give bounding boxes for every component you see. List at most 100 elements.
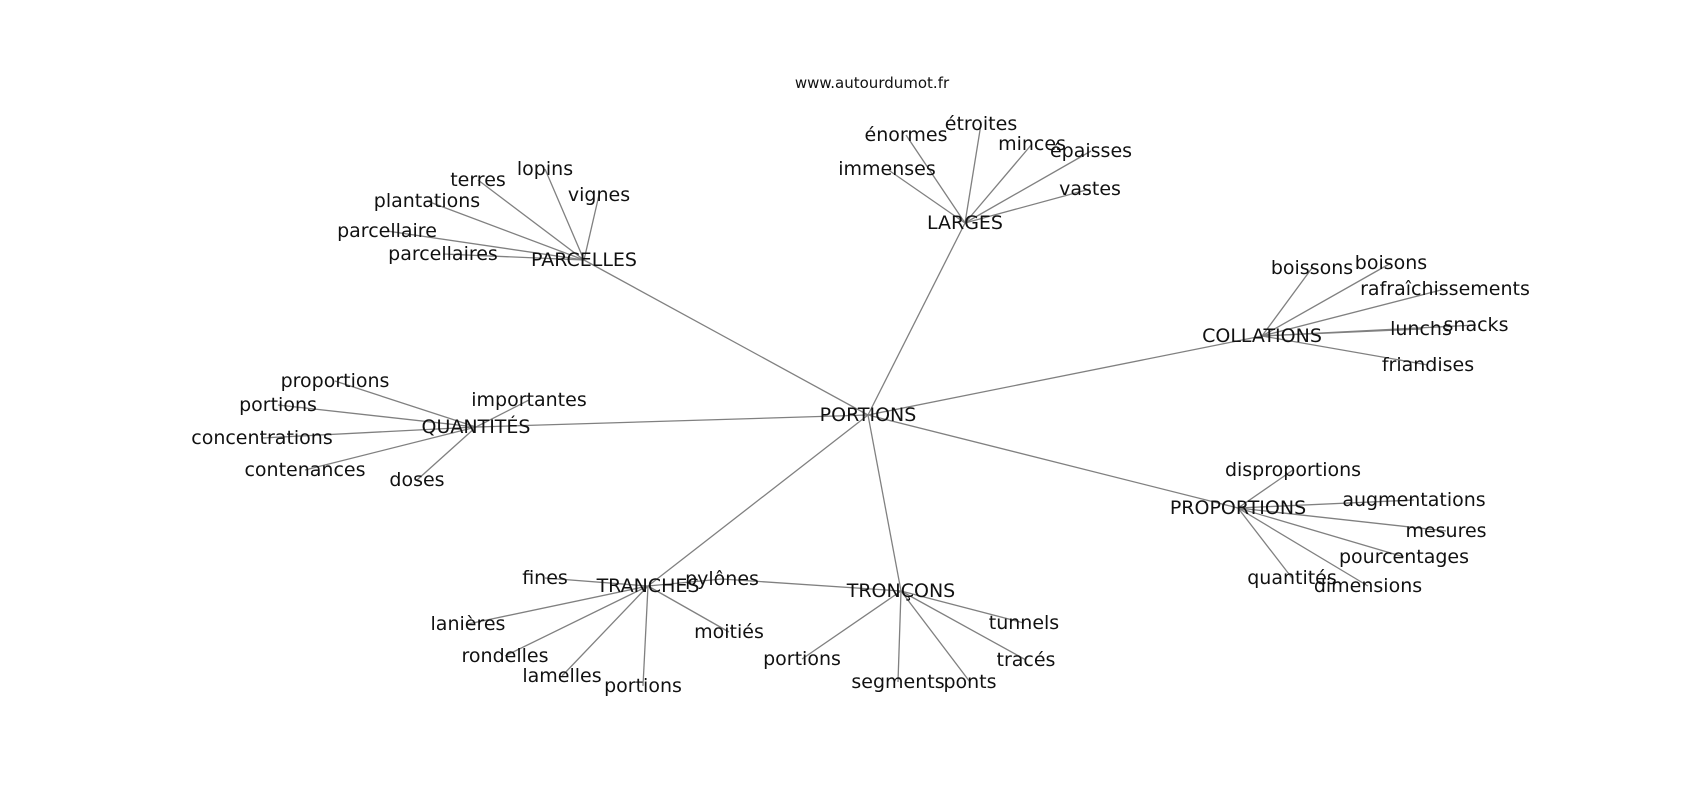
node-epaisses: épaisses [1050, 140, 1132, 162]
edge-parcelles-parcellaires [442, 253, 585, 261]
edge-larges-minces [964, 143, 1033, 224]
edge-larges-epaisses [964, 150, 1092, 224]
edge-larges-vastes [964, 188, 1091, 224]
edge-parcelles-parcellaire [386, 230, 585, 261]
edge-proportions-quantites [1237, 507, 1293, 579]
node-lamelles: lamelles [522, 665, 601, 687]
node-etroites: étroites [945, 113, 1017, 135]
node-portions: portions [763, 648, 841, 670]
edge-larges-etroites [964, 123, 982, 224]
node-lunchs: lunchs [1390, 318, 1452, 340]
edge-center-larges [867, 222, 966, 416]
node-lopins: lopins [517, 158, 573, 180]
node-pylones: pylônes [685, 568, 759, 590]
node-parcellaire: parcellaire [337, 220, 437, 242]
edge-proportions-mesures [1237, 507, 1447, 532]
edge-quantites-doses [416, 426, 477, 481]
edge-center-tranches [647, 414, 869, 587]
node-enormes: énormes [865, 124, 948, 146]
node-contenances: contenances [244, 459, 365, 481]
node-parcellaires: parcellaires [388, 243, 498, 265]
node-portions: portions [239, 394, 317, 416]
edge-parcelles-plantations [426, 200, 585, 261]
edge-proportions-dimensions [1237, 507, 1369, 587]
hub-troncons: TRONÇONS [846, 580, 955, 602]
node-minces: minces [998, 133, 1066, 155]
edge-tranches-portions [642, 585, 649, 687]
node-mesures: mesures [1405, 520, 1486, 542]
node-friandises: friandises [1382, 354, 1474, 376]
edge-tranches-pylones [647, 578, 723, 587]
node-doses: doses [389, 469, 444, 491]
hub-collations: COLLATIONS [1202, 325, 1322, 347]
edge-larges-enormes [905, 134, 966, 224]
node-disproportions: disproportions [1225, 459, 1361, 481]
source-label: www.autourdumot.fr [795, 74, 950, 92]
hub-tranches: TRANCHES [596, 575, 700, 597]
node-dimensions: dimensions [1314, 575, 1422, 597]
edge-parcelles-vignes [583, 194, 600, 261]
node-augmentations: augmentations [1342, 489, 1485, 511]
node-moities: moitiés [694, 621, 764, 643]
node-pourcentages: pourcentages [1339, 546, 1469, 568]
edge-troncons-ponts [900, 590, 971, 683]
node-traces: tracés [997, 649, 1056, 671]
node-segments: segments [851, 671, 944, 693]
node-terres: terres [450, 169, 506, 191]
edge-tranches-fines [544, 577, 649, 587]
edge-center-proportions [867, 414, 1239, 509]
node-immenses: immenses [838, 158, 936, 180]
node-ponts: ponts [943, 671, 996, 693]
edge-tranches-rondelles [504, 585, 649, 657]
edge-collations-rafraichissements [1261, 288, 1446, 337]
node-portions: portions [604, 675, 682, 697]
node-vignes: vignes [568, 184, 630, 206]
edge-quantites-contenances [304, 426, 477, 471]
edge-center-collations [867, 335, 1263, 416]
edge-center-troncons [867, 414, 902, 592]
hub-quantites: QUANTITÉS [422, 415, 531, 438]
node-vastes: vastes [1059, 178, 1121, 200]
edge-collations-boissons [1261, 267, 1313, 337]
edge-quantites-proportions [334, 380, 477, 428]
node-importantes: importantes [471, 389, 586, 411]
edge-parcelles-terres [477, 179, 585, 261]
node-fines: fines [522, 567, 568, 589]
edge-troncons-tunnels [900, 590, 1025, 624]
edge-parcelles-lopins [544, 168, 585, 261]
edge-troncons-pylones [721, 578, 902, 592]
node-boisons: boisons [1355, 252, 1427, 274]
hub-proportions: PROPORTIONS [1170, 497, 1306, 519]
edge-center-quantites [475, 414, 869, 428]
edge-troncons-portions [801, 590, 902, 660]
edge-center-parcelles [583, 259, 869, 416]
node-concentrations: concentrations [191, 427, 333, 449]
hub-parcelles: PARCELLES [531, 249, 637, 271]
edge-quantites-portions [277, 404, 477, 428]
node-snacks: snacks [1444, 314, 1509, 336]
edge-collations-friandises [1261, 335, 1429, 366]
edge-proportions-pourcentages [1237, 507, 1405, 558]
edge-troncons-traces [900, 590, 1027, 661]
edge-larges-immenses [886, 168, 966, 224]
edge-quantites-importantes [475, 399, 530, 428]
node-quantites: quantités [1247, 567, 1337, 589]
node-boissons: boissons [1271, 257, 1353, 279]
edge-tranches-lanieres [467, 585, 649, 625]
edge-quantites-concentrations [261, 426, 477, 439]
node-rondelles: rondelles [462, 645, 549, 667]
node-proportions: proportions [281, 370, 390, 392]
center-node-portions: PORTIONS [820, 404, 917, 426]
edge-collations-snacks [1261, 324, 1477, 337]
hub-larges: LARGES [927, 212, 1003, 234]
node-lanieres: lanières [431, 613, 506, 635]
node-plantations: plantations [374, 190, 480, 212]
edge-tranches-lamelles [561, 585, 649, 677]
node-rafraichissements: rafraîchissements [1360, 278, 1530, 300]
edge-proportions-disproportions [1237, 469, 1294, 509]
node-tunnels: tunnels [989, 612, 1059, 634]
edge-proportions-augmentations [1237, 499, 1415, 509]
edge-collations-boisons [1261, 262, 1392, 337]
node-labels: terres lopins vignes plantations parcellaire… [191, 113, 1530, 697]
